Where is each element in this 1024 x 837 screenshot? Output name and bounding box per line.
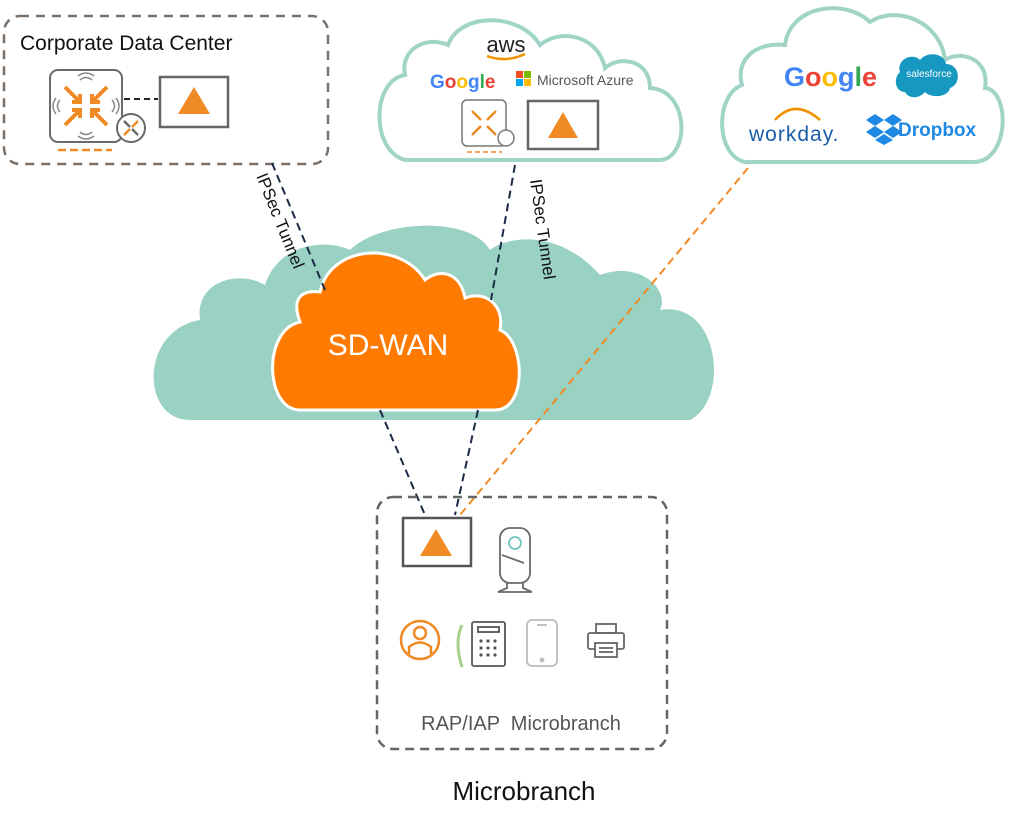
- ipsec-tunnel-right: [490, 164, 516, 301]
- workday-arc-icon: [774, 107, 821, 121]
- saas-cloud: [720, 6, 1005, 164]
- smartphone-icon: [526, 619, 558, 667]
- sdwan-link-2: [454, 409, 479, 516]
- dropbox-icon: [866, 114, 902, 145]
- salesforce-logo: salesforce: [895, 54, 958, 98]
- internet-breakout-link: [459, 167, 749, 516]
- desk-phone-icon: [456, 621, 506, 668]
- access-point-icon: [497, 527, 533, 593]
- sdwan-label: SD-WAN: [328, 329, 449, 362]
- microbranch-caption: Microbranch: [452, 776, 595, 806]
- dropbox-logo: Dropbox: [898, 120, 977, 141]
- aruba-device-icon: [158, 75, 230, 129]
- corporate-dc-title: Corporate Data Center: [20, 32, 232, 55]
- google-logo-saas: Google: [784, 62, 877, 92]
- aws-logo: aws: [486, 32, 525, 57]
- microbranch-box: [375, 495, 669, 751]
- gateway-icon-cloud: [461, 99, 515, 153]
- ipsec-tunnel-left-label: IPSec Tunnel: [252, 170, 307, 271]
- microbranch-box-label: RAP/IAP Microbranch: [421, 713, 621, 735]
- router-icon: [116, 113, 146, 143]
- aruba-device-icon-cloud: [526, 99, 600, 151]
- sdwan-link-1: [379, 409, 426, 516]
- gateway-icon: [49, 69, 123, 152]
- public-cloud: [377, 18, 684, 162]
- svg-text:salesforce: salesforce: [906, 69, 952, 80]
- user-icon: [399, 619, 441, 661]
- azure-logo: Microsoft Azure: [537, 72, 634, 88]
- printer-icon: [587, 623, 625, 658]
- ipsec-tunnel-left: [271, 162, 326, 291]
- sdwan-cloud: [271, 251, 521, 412]
- aws-smile-icon: [486, 52, 526, 61]
- aruba-device-icon-branch: [401, 516, 473, 568]
- google-logo-public: Google: [430, 72, 495, 93]
- microsoft-logo-icon: [516, 71, 531, 86]
- corporate-dc-box: [2, 14, 330, 166]
- workday-logo: workday.: [748, 123, 839, 146]
